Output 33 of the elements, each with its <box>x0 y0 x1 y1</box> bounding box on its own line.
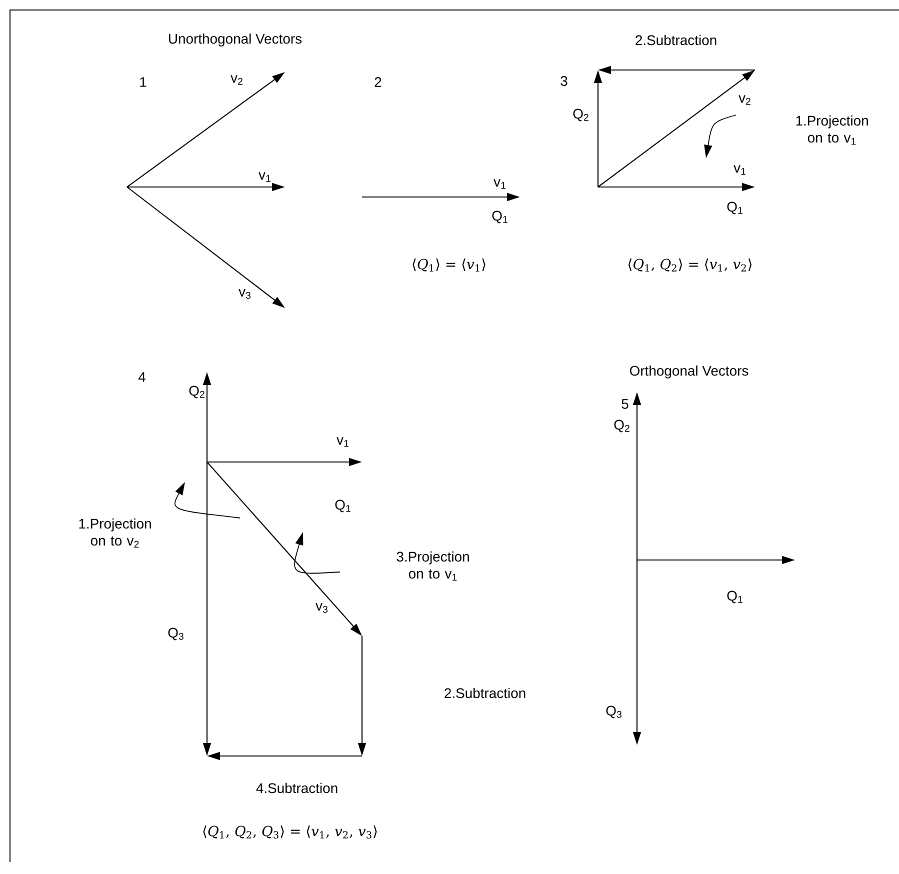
vector-label: v$_{1}$ <box>734 165 746 175</box>
step-label: 1.Projection on to v$_{1}$ <box>796 115 868 145</box>
step-label: 4.Subtraction <box>256 782 338 794</box>
vector-label: Q$_{3}$ <box>168 628 184 640</box>
vector-label: Q$_{2}$ <box>614 420 630 432</box>
step-label: 1.Projection on to v$_{2}$ <box>79 518 151 548</box>
vector-label: Q$_{1}$ <box>492 210 508 224</box>
step-label: 2.Subtraction <box>636 34 716 46</box>
panel-number: 2 <box>374 77 382 87</box>
vector-label: Q$_{3}$ <box>606 706 622 718</box>
vector-label: v$_{3}$ <box>316 603 328 613</box>
formula: ⟨Q$_{1}$, Q$_{2}$, Q$_{3}$⟩ = ⟨v$_{1}$, v$_{2}$, v$_{3}$⟩ <box>203 825 377 838</box>
formula: ⟨Q$_{1}$, Q$_{2}$⟩ = ⟨v$_{1}$, v$_{2}$⟩ <box>628 258 752 272</box>
vector-label: Q$_{1}$ <box>335 500 350 512</box>
vector-label: Q$_{1}$ <box>727 590 742 604</box>
panel-title: Orthogonal Vectors <box>630 366 748 378</box>
vector-label: Q$_{2}$ <box>573 108 588 122</box>
step-label: 2.Subtraction <box>444 688 526 698</box>
panel-number: 3 <box>560 76 568 86</box>
panel-title: Unorthogonal Vectors <box>169 34 302 46</box>
vector-label: v$_{2}$ <box>738 95 750 105</box>
vector-label: v$_{1}$ <box>258 172 270 182</box>
vector-label: v$_{1}$ <box>336 437 348 447</box>
vector-label: v$_{1}$ <box>494 179 506 189</box>
vector-label: Q$_{1}$ <box>727 202 742 214</box>
vector-label: v$_{3}$ <box>238 289 251 299</box>
panel-number: 5 <box>622 399 628 409</box>
panel-number: 4 <box>138 372 146 382</box>
vector-label: Q$_{2}$ <box>189 386 204 398</box>
formula: ⟨Q$_{1}$⟩ = ⟨v$_{1}$⟩ <box>412 258 486 272</box>
step-label: 3.Projection on to v$_{1}$ <box>396 551 469 581</box>
panel-number: 1 <box>140 77 146 87</box>
vector-label: v$_{2}$ <box>230 75 242 85</box>
